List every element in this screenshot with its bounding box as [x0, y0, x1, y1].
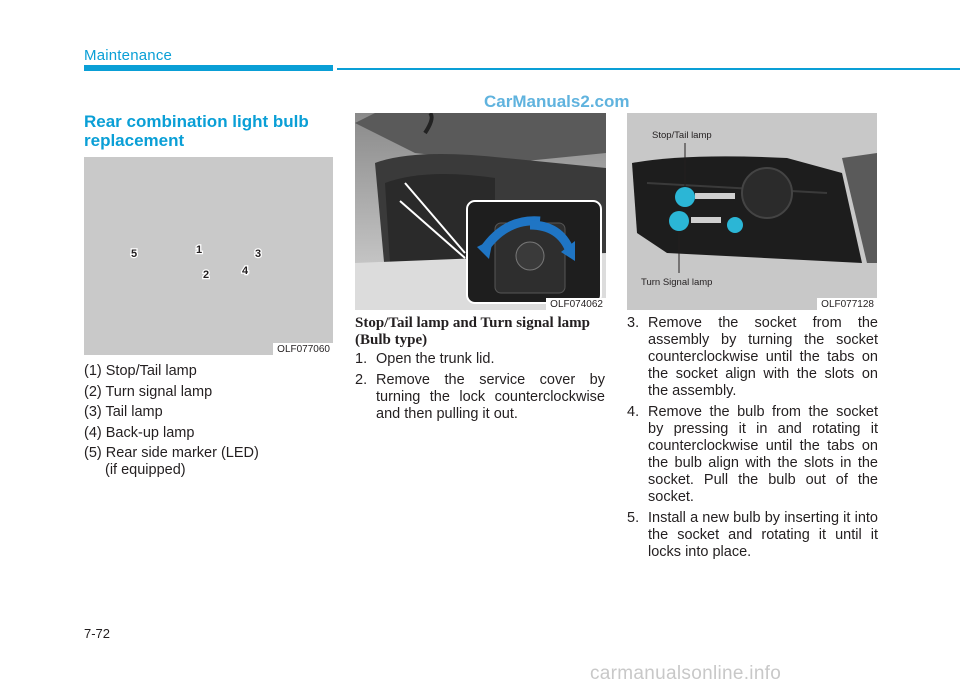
- steps-list-middle: 1. Open the trunk lid. 2. Remove the ser…: [355, 351, 605, 427]
- step-item: 4. Remove the bulb from the socket by pr…: [627, 404, 878, 506]
- list-item: (5) Rear side marker (LED) (if equipped): [84, 445, 334, 479]
- list-item: (4) Back-up lamp: [84, 424, 195, 441]
- step-item: 5. Install a new bulb by inserting it in…: [627, 510, 878, 561]
- callout-5: 5: [131, 248, 137, 260]
- header-rule-thick: [84, 65, 333, 71]
- step-text: Open the trunk lid.: [376, 351, 495, 367]
- list-item: (3) Tail lamp: [84, 404, 163, 420]
- watermark-top: CarManuals2.com: [484, 92, 630, 111]
- step-text: Install a new bulb by inserting it into …: [648, 510, 878, 560]
- step-text: Remove the bulb from the socket by press…: [648, 404, 878, 505]
- list-item: (1) Stop/Tail lamp: [84, 363, 197, 379]
- steps-list-right: 3. Remove the socket from the assembly b…: [627, 315, 878, 565]
- step-number: 2.: [355, 372, 368, 388]
- step-number: 1.: [355, 351, 368, 367]
- step-number: 5.: [627, 510, 640, 526]
- section-heading: Rear combination light bulb replacement: [84, 112, 309, 150]
- figure-trunk-illustration: [355, 113, 606, 310]
- header-rule-thin: [337, 68, 960, 70]
- figure-code: OLF077060: [273, 343, 333, 355]
- figure-rear-lights: 5 1 3 2 4 OLF077060: [84, 157, 333, 355]
- list-item-line: (5) Rear side marker (LED): [84, 445, 259, 461]
- section-header-title: Maintenance: [84, 47, 173, 64]
- parts-list: (1) Stop/Tail lamp (2) Turn signal lamp …: [84, 361, 334, 479]
- figure-lamp-assembly-illustration: Stop/Tail lamp Turn Signal lamp: [632, 130, 877, 288]
- step-text: Remove the socket from the assembly by t…: [648, 315, 878, 399]
- callout-3: 3: [255, 248, 261, 260]
- watermark-bottom: carmanualsonline.info: [590, 663, 782, 684]
- page-number: 7-72: [84, 626, 111, 641]
- list-item-line: (if equipped): [105, 462, 186, 478]
- callout-2: 2: [203, 269, 209, 281]
- list-item: (2) Turn signal lamp: [84, 383, 213, 400]
- step-text: Remove the service cover by turning the …: [376, 372, 605, 422]
- callout-1: 1: [196, 244, 202, 256]
- label-stop-tail-lamp: Stop/Tail lamp: [652, 130, 712, 141]
- subsection-heading: Stop/Tail lamp and Turn signal lamp (Bul…: [355, 315, 590, 348]
- step-number: 3.: [627, 315, 640, 331]
- callout-4: 4: [242, 265, 249, 277]
- label-turn-signal-lamp: Turn Signal lamp: [641, 277, 712, 288]
- figure-code: OLF074062: [546, 298, 606, 310]
- figure-rear-lights-illustration: 5 1 3 2 4: [130, 243, 263, 283]
- step-number: 4.: [627, 404, 640, 420]
- figure-code: OLF077128: [817, 298, 877, 310]
- step-item: 2. Remove the service cover by turning t…: [355, 372, 605, 423]
- step-item: 1. Open the trunk lid.: [355, 351, 605, 368]
- figure-lamp-assembly: Stop/Tail lamp Turn Signal lamp OLF07712…: [627, 113, 877, 310]
- step-item: 3. Remove the socket from the assembly b…: [627, 315, 878, 400]
- figure-trunk: OLF074062: [355, 113, 606, 310]
